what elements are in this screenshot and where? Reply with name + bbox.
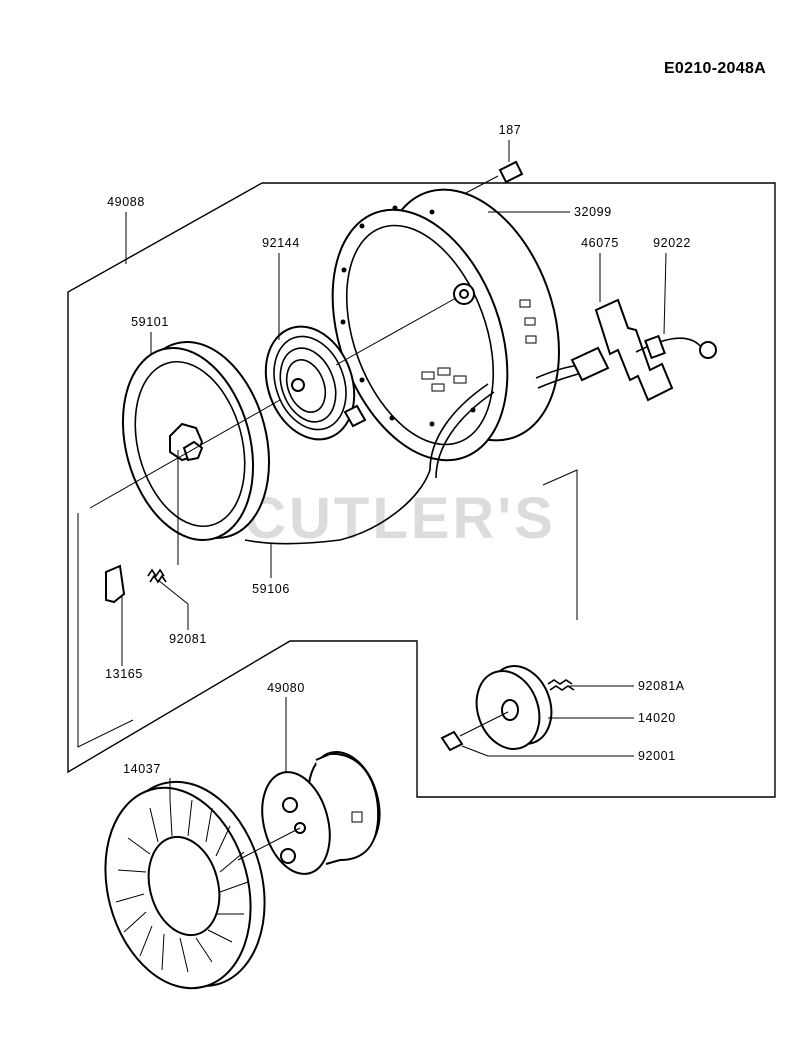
assembly-boundary-49088 — [67, 182, 776, 798]
part-92081A-spring — [547, 679, 575, 691]
label-14020: 14020 — [638, 711, 676, 725]
label-49080: 49080 — [267, 681, 305, 695]
part-187-bolt — [461, 160, 524, 196]
label-46075: 46075 — [581, 236, 619, 250]
leader-lines — [121, 140, 667, 800]
sub-boundary-pulley — [77, 513, 134, 748]
label-92081A: 92081A — [638, 679, 685, 693]
part-92144-spring — [264, 325, 367, 441]
part-14037-starter-pulley — [104, 780, 266, 990]
part-92081-spring — [147, 568, 167, 584]
label-92081: 92081 — [169, 632, 207, 646]
label-92001: 92001 — [638, 749, 676, 763]
label-59106: 59106 — [252, 582, 290, 596]
part-46075-handle — [535, 298, 674, 402]
part-59101-pulley — [121, 340, 271, 542]
watermark: CUTLER'S — [244, 486, 556, 551]
label-14037: 14037 — [123, 762, 161, 776]
label-92022: 92022 — [653, 236, 691, 250]
axis-line-upper — [335, 297, 457, 366]
part-14020-plate — [475, 665, 553, 750]
label-59101: 59101 — [131, 315, 169, 329]
label-32099: 32099 — [574, 205, 612, 219]
axis-line-pulley — [89, 399, 281, 509]
label-187: 187 — [499, 123, 522, 137]
part-59106-rope — [244, 383, 489, 545]
sub-boundary-right — [542, 469, 578, 620]
part-49080-cup — [261, 751, 381, 875]
part-92022-rope-clip — [635, 334, 717, 360]
label-13165: 13165 — [105, 667, 143, 681]
axis-line-lower — [237, 827, 301, 861]
label-49088: 49088 — [107, 195, 145, 209]
part-32099-recoil-case — [331, 188, 560, 462]
label-92144: 92144 — [262, 236, 300, 250]
part-labels: 187 49088 32099 92144 46075 92022 59101 … — [105, 123, 691, 776]
diagram-reference-code: E0210-2048A — [664, 60, 766, 77]
part-13165-ratchet — [105, 564, 126, 604]
part-92001-bolt — [440, 711, 509, 752]
